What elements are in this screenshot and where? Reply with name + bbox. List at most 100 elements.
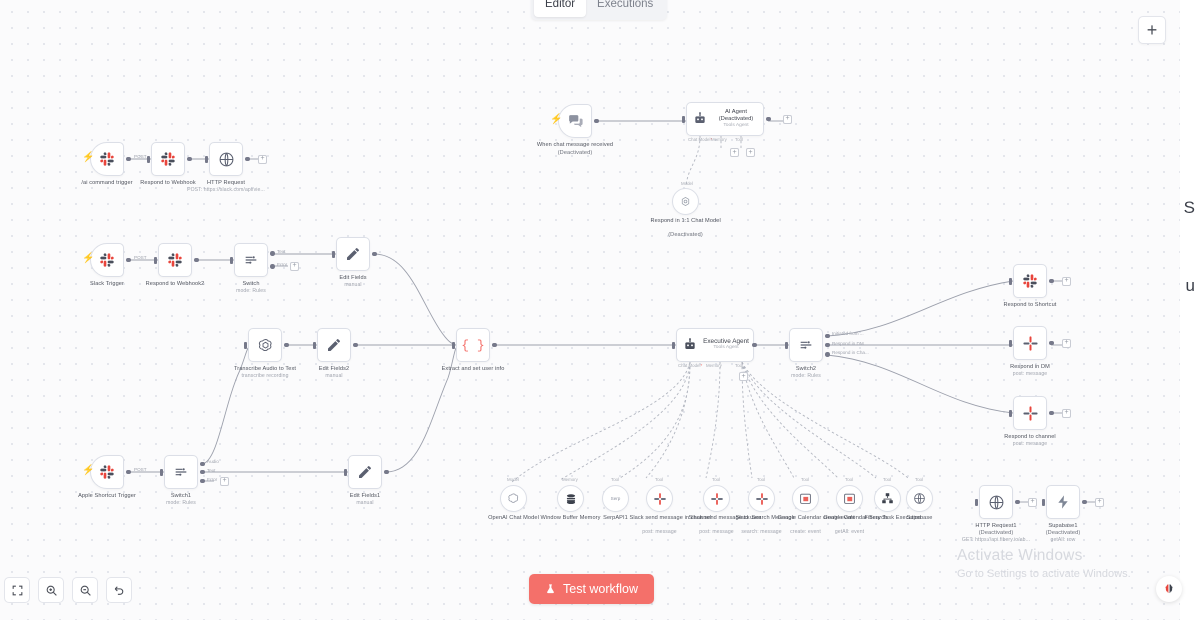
output-dot[interactable] [1015, 499, 1020, 505]
node-icon-fibery-icon[interactable] [874, 485, 901, 512]
node-icon-slack-colored-icon[interactable] [646, 485, 673, 512]
node-icon-supabase-icon[interactable] [1046, 485, 1080, 519]
output-dot[interactable] [187, 156, 192, 162]
node-window-buffer-memory[interactable]: Memory Window Buffer Memory [540, 477, 600, 521]
zoom-in-button[interactable] [38, 577, 64, 603]
add-next-node-button[interactable]: + [1062, 276, 1071, 286]
test-workflow-button[interactable]: Test workflow [529, 574, 655, 604]
add-memory-button[interactable]: + [730, 148, 739, 157]
node-google-calendar-search[interactable]: Tool Google Calendar Search getAll: even… [824, 477, 888, 535]
node-apple-shortcut-trigger[interactable]: ⚡ POST Apple Shortcut Trigger [78, 455, 147, 499]
input-port[interactable] [147, 155, 150, 163]
output-dot[interactable] [1049, 340, 1054, 346]
node-icon-slack-colored-icon[interactable] [703, 485, 730, 512]
node-switch1[interactable]: Audio Text Error + Switch1 mode: Rules [160, 455, 229, 506]
node-icon-memory-icon[interactable] [557, 485, 584, 512]
node-fibery-task-execution[interactable]: Tool Fibery Task Execution [865, 477, 922, 521]
input-port[interactable] [1009, 339, 1012, 347]
node-icon-globe-icon[interactable] [906, 485, 933, 512]
output-dot[interactable] [126, 257, 131, 263]
node-icon-openai-icon[interactable] [248, 328, 282, 362]
input-port[interactable] [154, 256, 157, 264]
input-port[interactable] [975, 498, 978, 506]
node-supabase[interactable]: Tool Supabase [906, 477, 933, 521]
add-tool-button[interactable]: + [746, 148, 755, 157]
zoom-to-fit-button[interactable] [4, 577, 30, 603]
add-next-node-button[interactable]: + [258, 154, 267, 164]
node-icon-pencil-icon[interactable] [336, 237, 370, 271]
node-respond-1-1-chat-model[interactable]: Model Respond in 1:1 Chat Model (Deactiv… [651, 181, 721, 238]
output-dot-1[interactable] [200, 469, 205, 475]
reset-zoom-button[interactable] [106, 577, 132, 603]
add-next-node-button[interactable]: + [1028, 497, 1037, 507]
add-tool-button-executive[interactable]: + [739, 372, 748, 381]
node-icon-slack-icon[interactable] [90, 455, 124, 489]
node-ai-agent[interactable]: AI Agent (Deactivated) Tools Agent [686, 102, 764, 136]
node-edit-fields1[interactable]: Edit Fields1 manual [344, 455, 389, 506]
output-dot-1[interactable] [825, 342, 830, 348]
add-next-node-button[interactable]: + [1062, 338, 1071, 348]
node-icon-pencil-icon[interactable] [348, 455, 382, 489]
node-icon-pencil-icon[interactable] [317, 328, 351, 362]
ai-agent-output-dot[interactable] [766, 116, 771, 122]
node-respond-to-channel[interactable]: + Respond to channel post: message [1004, 396, 1071, 447]
output-dot[interactable] [384, 469, 389, 475]
tab-editor[interactable]: Editor [534, 0, 587, 17]
output-dot-2[interactable] [825, 352, 830, 357]
node-when-chat-message-received[interactable]: ⚡ When chat message received (Deactivate… [537, 104, 613, 156]
node-slack-search-message[interactable]: Tool Slack Search Message search: messag… [736, 477, 795, 535]
output-dot[interactable] [126, 469, 131, 475]
node-edit-fields[interactable]: Edit Fields manual [332, 237, 377, 288]
node-icon-globe-icon[interactable] [209, 142, 243, 176]
node-icon-code-icon[interactable]: { } [456, 328, 490, 362]
node-respond-in-dm[interactable]: + Respond in DM post: message [1009, 326, 1071, 377]
node-icon-openai-icon[interactable] [672, 188, 699, 215]
node-icon-switch-icon[interactable] [789, 328, 823, 362]
output-dot[interactable] [245, 156, 250, 162]
node-edit-fields2[interactable]: Edit Fields2 manual [313, 328, 358, 379]
assistant-avatar-button[interactable] [1156, 576, 1182, 602]
input-port[interactable] [332, 250, 335, 258]
output-dot[interactable] [594, 118, 599, 124]
input-port[interactable] [785, 341, 788, 349]
node-ai-command-trigger[interactable]: ⚡ POST /ai command trigger [81, 142, 147, 186]
node-icon-slack-colored-icon[interactable] [748, 485, 775, 512]
node-executive-agent[interactable]: Executive Agent Tools Agent [676, 328, 754, 362]
output-dot-0[interactable] [825, 333, 830, 339]
node-icon-calendar-icon[interactable] [792, 485, 819, 512]
input-port[interactable] [230, 256, 233, 264]
output-dot[interactable] [353, 342, 358, 348]
node-http-request1[interactable]: + HTTP Request1 (Deactivated) GET: https… [962, 485, 1037, 543]
output-dot[interactable] [284, 342, 289, 348]
output-dot-2[interactable] [200, 478, 205, 484]
node-switch2[interactable]: Initiated from ... Respond in DM... Resp… [785, 328, 869, 379]
ai-agent-input-port[interactable] [682, 115, 685, 123]
add-next-node-button[interactable]: + [220, 476, 229, 486]
node-icon-chat-icon[interactable] [558, 104, 592, 138]
add-next-node-button[interactable]: + [1095, 497, 1104, 507]
output-dot[interactable] [492, 342, 497, 348]
node-icon-switch-icon[interactable] [164, 455, 198, 489]
node-icon-serp-icon[interactable]: Serp [602, 485, 629, 512]
node-icon-slack-icon[interactable] [151, 142, 185, 176]
add-node-button[interactable]: + [1138, 16, 1166, 44]
editor-tabbar[interactable]: Editor Executions [531, 0, 668, 20]
output-dot-1[interactable] [270, 264, 275, 269]
output-dot[interactable] [372, 251, 377, 257]
output-dot[interactable] [126, 156, 131, 162]
node-icon-openai-icon[interactable] [500, 485, 527, 512]
input-port[interactable] [344, 468, 347, 476]
node-icon-slack-icon[interactable] [1013, 264, 1047, 298]
node-icon-globe-icon[interactable] [979, 485, 1013, 519]
input-port[interactable] [244, 341, 247, 349]
node-respond-to-webhook2[interactable]: Respond to Webhook2 [146, 243, 204, 287]
node-http-request[interactable]: + HTTP Request POST: https://slack.com/a… [187, 142, 267, 193]
node-icon-calendar-icon[interactable] [836, 485, 863, 512]
node-icon-slack-icon[interactable] [90, 243, 124, 277]
node-icon-slack-icon[interactable] [158, 243, 192, 277]
output-dot[interactable] [1049, 410, 1054, 416]
node-respond-to-shortcut[interactable]: + Respond to Shortcut [1004, 264, 1071, 308]
input-port[interactable] [1042, 498, 1045, 506]
node-slack-trigger[interactable]: ⚡ POST Slack Trigger [82, 243, 147, 287]
